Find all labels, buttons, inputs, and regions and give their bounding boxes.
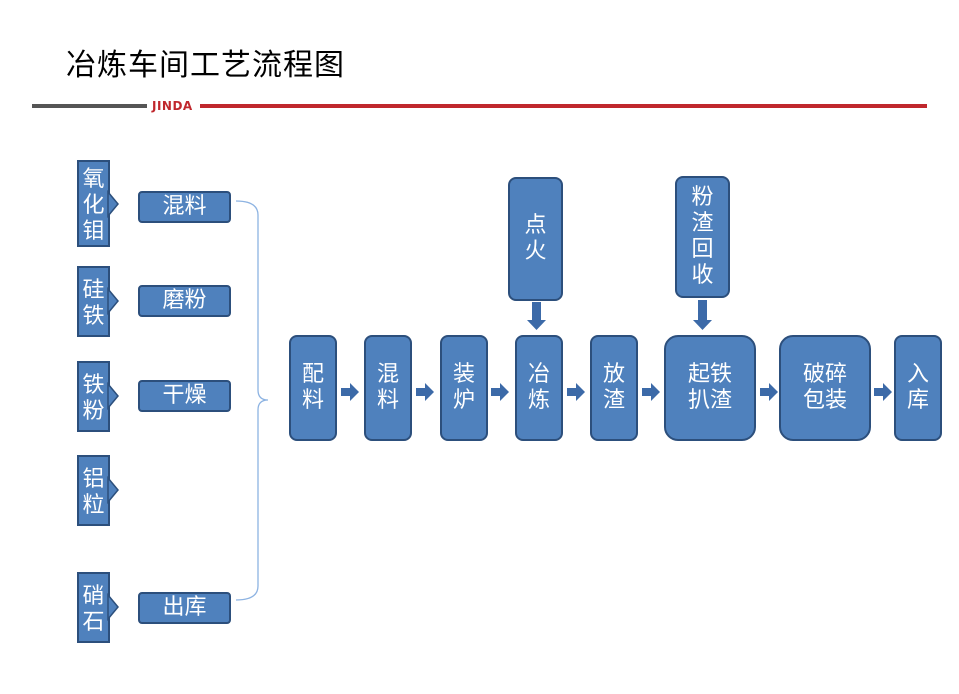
flow-arrow-1	[341, 383, 359, 401]
flow-arrow-6	[760, 383, 778, 401]
step-label: 混料	[376, 362, 399, 413]
flow-arrow-5	[642, 383, 660, 401]
step-box-batching: 配料	[289, 335, 337, 441]
down-arrows	[527, 300, 712, 330]
material-label: 铁粉	[82, 372, 105, 424]
material-label: 铝粒	[82, 466, 105, 518]
process-label: 磨粉	[162, 288, 207, 313]
step-label: 起铁扒渣	[687, 362, 732, 413]
step-box-mixing: 混料	[364, 335, 412, 441]
process-label: 干燥	[162, 383, 207, 408]
step-label: 破碎包装	[802, 362, 847, 413]
jinda-logo: JINDA	[152, 99, 193, 113]
step-box-furnace-loading: 装炉	[440, 335, 488, 441]
flow-arrow-2	[416, 383, 434, 401]
process-box-mixing: 混料	[138, 191, 231, 223]
process-box-grinding: 磨粉	[138, 285, 231, 317]
flow-arrow-7	[874, 383, 892, 401]
step-box-crushing-packing: 破碎包装	[779, 335, 871, 441]
down-arrow-ignite	[527, 302, 546, 330]
material-box-molybdenum-oxide: 氧化钼	[77, 160, 110, 247]
input-box-slag-recovery: 粉渣回收	[675, 176, 730, 298]
header-rule-red	[200, 104, 927, 108]
step-box-iron-lift-slag-rake: 起铁扒渣	[664, 335, 756, 441]
material-label: 氧化钼	[82, 166, 105, 244]
step-box-smelting: 冶炼	[515, 335, 563, 441]
material-box-ferrosilicon: 硅铁	[77, 266, 110, 337]
step-label: 装炉	[452, 362, 475, 413]
material-chevron	[107, 381, 119, 411]
material-box-iron-powder: 铁粉	[77, 361, 110, 432]
material-chevron	[107, 592, 119, 622]
page-title: 冶炼车间工艺流程图	[66, 48, 345, 83]
merge-brace	[235, 200, 269, 601]
step-label: 配料	[301, 362, 324, 413]
input-label: 点火	[524, 213, 547, 264]
material-label: 硝石	[82, 583, 105, 635]
material-chevron	[107, 189, 119, 219]
material-box-aluminum-granules: 铝粒	[77, 455, 110, 526]
material-chevron	[107, 475, 119, 505]
input-box-ignite: 点火	[508, 177, 563, 301]
flow-arrows	[341, 383, 892, 401]
step-box-warehousing: 入库	[894, 335, 942, 441]
down-arrow-slag	[693, 300, 712, 330]
material-box-saltpeter: 硝石	[77, 572, 110, 643]
step-label: 冶炼	[527, 362, 550, 413]
process-box-dispatch: 出库	[138, 592, 231, 624]
step-box-slag-release: 放渣	[590, 335, 638, 441]
flow-arrow-3	[491, 383, 509, 401]
material-chevron	[107, 286, 119, 316]
process-label: 混料	[162, 194, 207, 219]
step-label: 入库	[906, 362, 929, 413]
process-box-drying: 干燥	[138, 380, 231, 412]
input-label: 粉渣回收	[691, 185, 714, 288]
material-label: 硅铁	[82, 277, 105, 329]
process-label: 出库	[162, 595, 207, 620]
header-rule-dark	[32, 104, 147, 108]
step-label: 放渣	[602, 362, 625, 413]
flow-arrow-4	[567, 383, 585, 401]
